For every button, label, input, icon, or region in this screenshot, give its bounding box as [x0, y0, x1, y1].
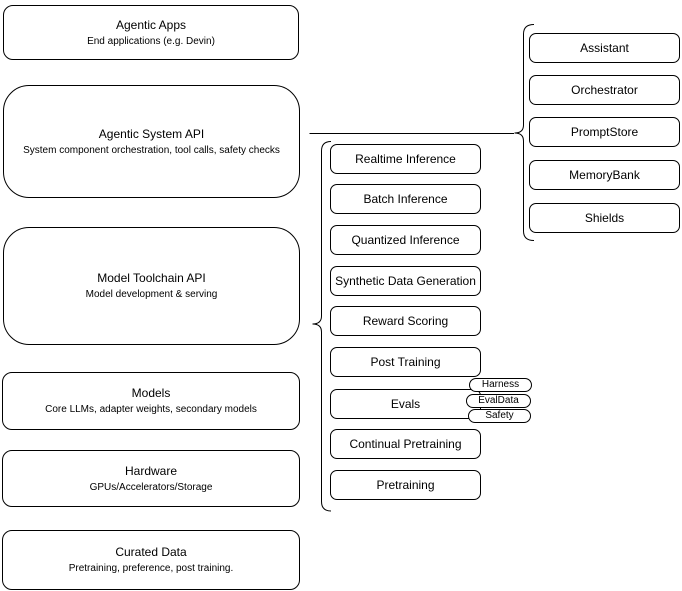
box-title: Agentic System API: [98, 126, 205, 141]
evals-tag-evaldata: EvalData: [466, 394, 531, 408]
box-title: Models: [131, 386, 171, 400]
box-subtitle: System component orchestration, tool cal…: [23, 144, 280, 156]
toolchain-item-batch-inference: Batch Inference: [330, 184, 481, 214]
toolchain-item-pretraining: Pretraining: [330, 470, 481, 500]
toolchain-item-reward-scoring: Reward Scoring: [330, 306, 481, 336]
box-curated-data: Curated Data Pretraining, preference, po…: [2, 530, 300, 590]
component-assistant: Assistant: [529, 33, 680, 63]
box-title: Hardware: [124, 463, 178, 478]
box-model-toolchain-api: Model Toolchain API Model development & …: [3, 227, 300, 345]
box-hardware: Hardware GPUs/Accelerators/Storage: [2, 450, 300, 507]
box-subtitle: End applications (e.g. Devin): [87, 35, 215, 47]
toolchain-brace: [312, 141, 332, 512]
box-subtitle: Pretraining, preference, post training.: [68, 563, 234, 574]
component-promptstore: PromptStore: [529, 117, 680, 147]
box-title: Curated Data: [115, 545, 187, 559]
box-models: Models Core LLMs, adapter weights, secon…: [2, 372, 300, 430]
component-shields: Shields: [529, 203, 680, 233]
box-subtitle: GPUs/Accelerators/Storage: [89, 481, 213, 493]
component-memorybank: MemoryBank: [529, 160, 680, 190]
toolchain-item-synthetic-data-generation: Synthetic Data Generation: [330, 266, 481, 296]
evals-tag-safety: Safety: [468, 409, 531, 423]
toolchain-item-evals: Evals: [330, 389, 481, 419]
box-subtitle: Model development & serving: [85, 289, 218, 300]
box-subtitle: Core LLMs, adapter weights, secondary mo…: [45, 404, 257, 415]
evals-tag-harness: Harness: [469, 378, 532, 392]
toolchain-item-quantized-inference: Quantized Inference: [330, 225, 481, 255]
component-orchestrator: Orchestrator: [529, 75, 680, 105]
toolchain-item-realtime-inference: Realtime Inference: [330, 144, 481, 174]
box-title: Agentic Apps: [115, 17, 187, 32]
box-title: Model Toolchain API: [97, 271, 206, 285]
box-agentic-apps: Agentic Apps End applications (e.g. Devi…: [3, 5, 299, 60]
toolchain-item-continual-pretraining: Continual Pretraining: [330, 429, 481, 459]
box-agentic-system-api: Agentic System API System component orch…: [3, 85, 300, 198]
toolchain-item-post-training: Post Training: [330, 347, 481, 377]
